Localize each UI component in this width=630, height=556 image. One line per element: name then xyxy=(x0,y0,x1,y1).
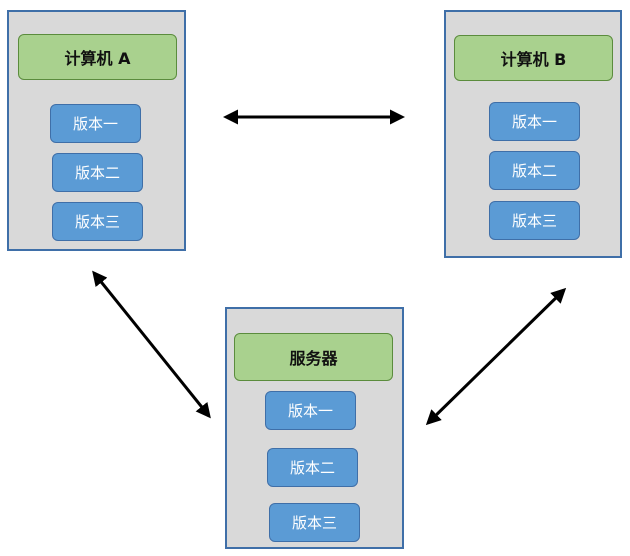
server-panel: 服务器 版本一 版本二 版本三 xyxy=(225,307,404,549)
computer-a-version-2: 版本二 xyxy=(52,153,143,192)
arrow-computer-a-server xyxy=(92,270,211,419)
server-version-3: 版本三 xyxy=(269,503,360,542)
computer-b-version-3: 版本三 xyxy=(489,201,580,240)
computer-a-version-1: 版本一 xyxy=(50,104,141,143)
server-version-2: 版本二 xyxy=(267,448,358,487)
computer-b-title: 计算机 B xyxy=(454,35,613,81)
arrow-computer-b-server xyxy=(425,287,567,426)
server-version-1: 版本一 xyxy=(265,391,356,430)
computer-b-version-2: 版本二 xyxy=(489,151,580,190)
server-title: 服务器 xyxy=(234,333,393,381)
computer-b-version-1: 版本一 xyxy=(489,102,580,141)
computer-a-version-3: 版本三 xyxy=(52,202,143,241)
computer-b-panel: 计算机 B 版本一 版本二 版本三 xyxy=(444,10,622,258)
computer-a-title: 计算机 A xyxy=(18,34,177,80)
computer-a-panel: 计算机 A 版本一 版本二 版本三 xyxy=(7,10,186,251)
